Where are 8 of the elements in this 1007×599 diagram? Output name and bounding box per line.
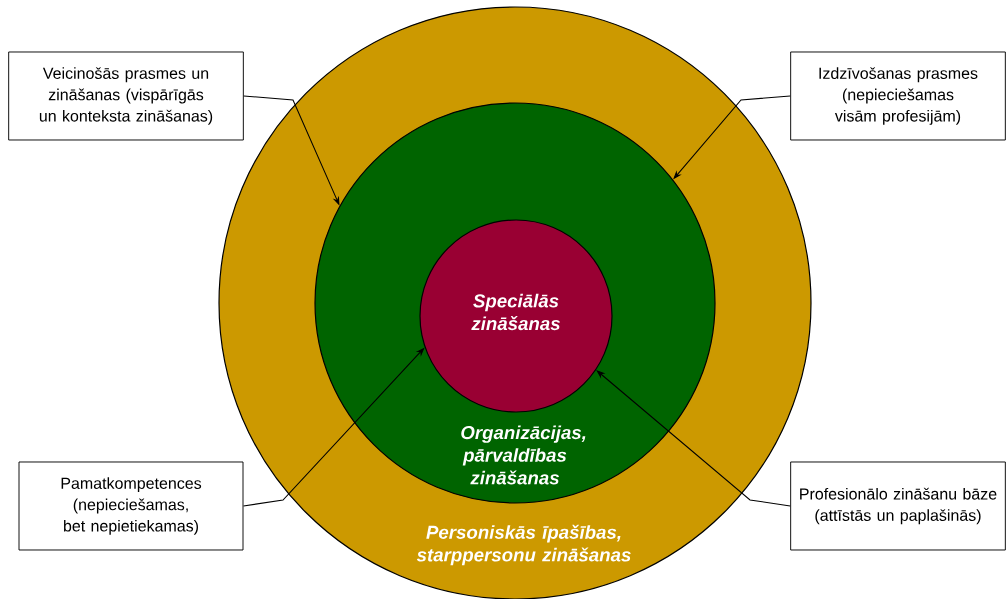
callout-box: Veicinošās prasmes un zināšanas (vispārīgās un konteksta zināšanas) xyxy=(8,51,244,141)
circle-label: Personiskās īpašības, starppersonu zināšanas xyxy=(416,524,631,566)
callout-box: Profesionālo zināšanu bāze (attīstās un paplašinās) xyxy=(790,461,1006,551)
leader-arrow xyxy=(596,370,791,507)
circle-label: Speciālās zināšanas xyxy=(471,293,560,331)
circle-label: Organizācijas, pārvaldības zināšanas xyxy=(461,425,586,485)
callout-box: Izdzīvošanas prasmes (nepieciešamas visām profesijām) xyxy=(790,51,1006,141)
callout-box: Pamatkompetences (nepieciešamas, bet nepietiekamas) xyxy=(18,461,244,551)
